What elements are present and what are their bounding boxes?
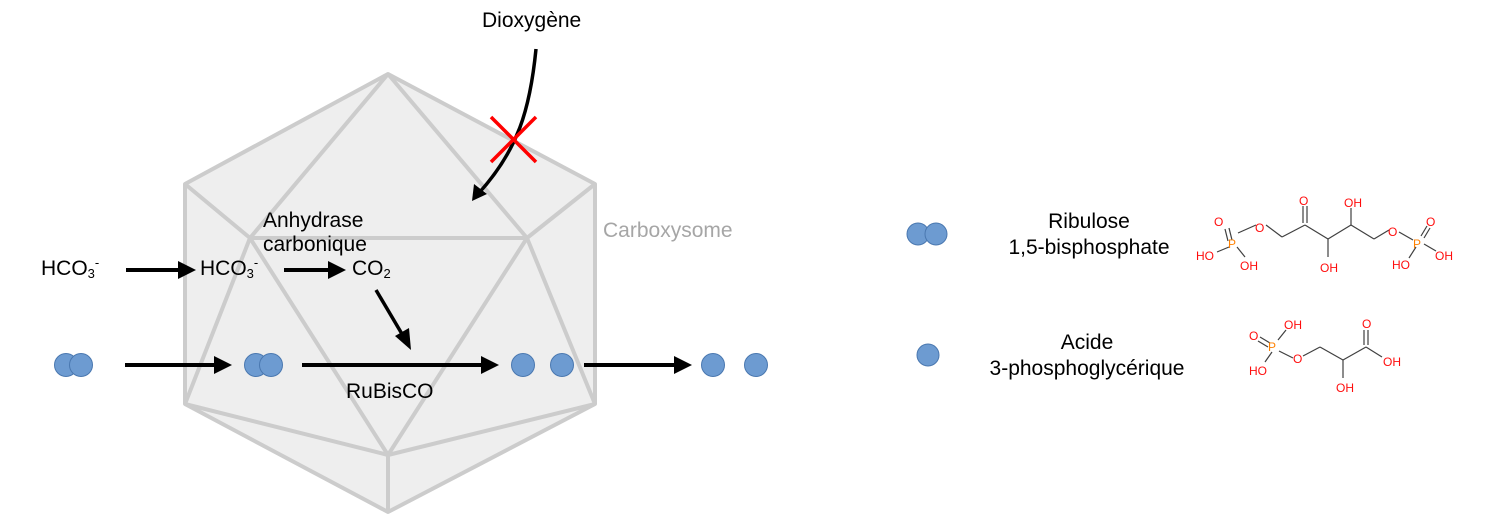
carboxysome-label: Carboxysome xyxy=(603,219,733,242)
pga-outside-icon xyxy=(701,353,768,377)
svg-text:P: P xyxy=(1413,237,1421,251)
svg-text:P: P xyxy=(1268,340,1276,354)
svg-text:O: O xyxy=(1426,215,1435,229)
blocked-x-icon xyxy=(489,115,538,164)
carbonic-anhydrase-arrow xyxy=(284,261,346,279)
pga-structure: O OH HO O O OH OH P xyxy=(1249,317,1401,395)
rubp-outside-icon xyxy=(54,353,93,377)
pga-export-arrow xyxy=(584,356,692,374)
bicarbonate-inside-label: HCO3- xyxy=(200,255,259,281)
svg-text:O: O xyxy=(1362,317,1371,331)
rubisco-reaction-arrow xyxy=(302,356,499,374)
pga-inside-icon xyxy=(511,353,574,377)
svg-text:OH: OH xyxy=(1320,261,1338,275)
rubisco-label: RuBisCO xyxy=(346,380,434,403)
svg-text:O: O xyxy=(1249,329,1258,343)
rubp-import-arrow xyxy=(125,356,232,374)
carboxysome-shell xyxy=(183,72,597,514)
svg-text:OH: OH xyxy=(1336,381,1354,395)
carbonic-anhydrase-label-line1: Anhydrase xyxy=(263,209,364,232)
svg-text:O: O xyxy=(1255,221,1264,235)
svg-text:HO: HO xyxy=(1196,249,1214,263)
svg-text:O: O xyxy=(1214,215,1223,229)
dioxygen-arrow xyxy=(472,48,538,201)
svg-text:P: P xyxy=(1228,237,1236,251)
legend-item-pga: Acide 3-phosphoglycérique xyxy=(972,330,1202,382)
dioxygen-label: Dioxygène xyxy=(482,9,582,32)
svg-text:HO: HO xyxy=(1249,364,1267,378)
co2-label: CO2 xyxy=(352,257,391,281)
svg-text:OH: OH xyxy=(1284,318,1302,332)
legend-pga-line2: 3-phosphoglycérique xyxy=(989,357,1185,380)
legend-item-rubp: Ribulose 1,5-bisphosphate xyxy=(984,209,1194,261)
shell-facets xyxy=(183,72,597,512)
svg-text:O: O xyxy=(1293,352,1302,366)
rubp-structure: O HO OH O O OH OH O O HO OH P P xyxy=(1196,194,1453,275)
svg-text:HO: HO xyxy=(1392,258,1410,272)
svg-text:OH: OH xyxy=(1344,196,1362,210)
svg-text:O: O xyxy=(1388,225,1397,239)
svg-text:OH: OH xyxy=(1240,259,1258,273)
legend-rubp-line2: 1,5-bisphosphate xyxy=(1008,236,1170,259)
shell-outline xyxy=(183,72,597,514)
svg-text:O: O xyxy=(1299,194,1308,208)
co2-to-rubisco-arrow xyxy=(374,289,411,350)
rubp-inside-icon xyxy=(244,353,283,377)
legend-pga-line1: Acide xyxy=(1060,331,1114,354)
svg-text:OH: OH xyxy=(1435,249,1453,263)
bicarbonate-outside-label: HCO3- xyxy=(41,255,100,281)
svg-text:OH: OH xyxy=(1383,355,1401,369)
legend-rubp-icon xyxy=(906,222,948,246)
bicarbonate-import-arrow xyxy=(126,261,196,279)
carbonic-anhydrase-label-line2: carbonique xyxy=(263,233,367,256)
legend-pga-icon xyxy=(916,343,940,367)
legend-rubp-line1: Ribulose xyxy=(1048,210,1130,233)
